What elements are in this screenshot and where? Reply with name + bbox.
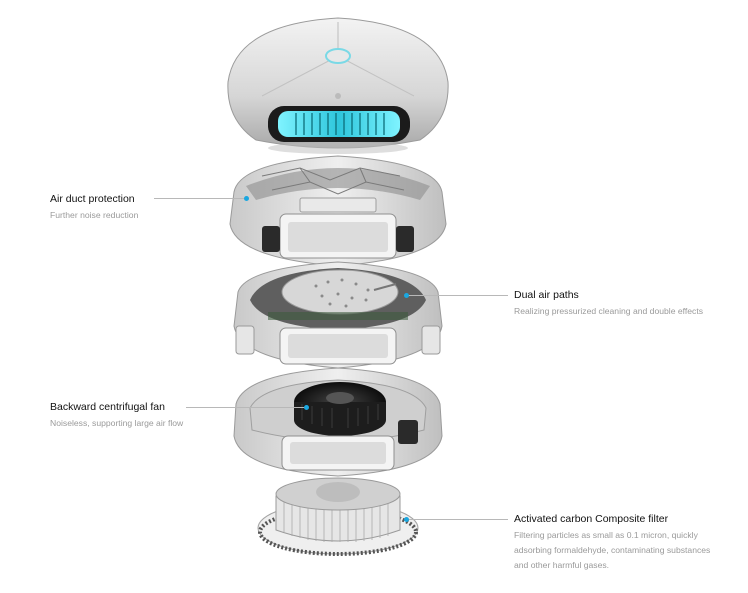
dual-air-path-layer	[233, 261, 443, 369]
marker-dot-filter	[404, 517, 409, 522]
callout-description-line: adsorbing formaldehyde, contaminating su…	[514, 545, 711, 555]
marker-dot-air-duct	[244, 196, 249, 201]
callout-description-line: Realizing pressurized cleaning and doubl…	[514, 306, 704, 316]
marker-dot-dual-air-paths	[404, 293, 409, 298]
leader-line-air-duct	[154, 198, 246, 199]
air-duct-layer	[229, 155, 447, 267]
callout-title: Dual air paths	[514, 289, 579, 301]
callout-activated-carbon-filter: Activated carbon Composite filter Filter…	[514, 513, 710, 573]
callout-title: Backward centrifugal fan	[50, 401, 165, 413]
marker-dot-fan	[304, 405, 309, 410]
callout-description: Further noise reduction	[50, 208, 138, 223]
callout-description: Filtering particles as small as 0.1 micr…	[514, 528, 710, 573]
top-cap	[227, 17, 449, 154]
callout-description-line: Noiseless, supporting large air flow	[50, 418, 184, 428]
callout-description-line: Further noise reduction	[50, 210, 139, 220]
callout-air-duct-protection: Air duct protection Further noise reduct…	[50, 193, 138, 223]
callout-title: Air duct protection	[50, 193, 135, 205]
callout-description-line: Filtering particles as small as 0.1 micr…	[514, 530, 698, 540]
callout-description-line: and other harmful gases.	[514, 560, 610, 570]
composite-filter	[257, 477, 419, 556]
leader-line-fan	[186, 407, 306, 408]
centrifugal-fan-layer	[233, 367, 443, 477]
callout-description: Realizing pressurized cleaning and doubl…	[514, 304, 703, 319]
callout-dual-air-paths: Dual air paths Realizing pressurized cle…	[514, 289, 703, 319]
callout-backward-centrifugal-fan: Backward centrifugal fan Noiseless, supp…	[50, 401, 183, 431]
callout-description: Noiseless, supporting large air flow	[50, 416, 183, 431]
leader-line-filter	[408, 519, 508, 520]
leader-line-dual-air-paths	[408, 295, 508, 296]
callout-title: Activated carbon Composite filter	[514, 513, 669, 525]
